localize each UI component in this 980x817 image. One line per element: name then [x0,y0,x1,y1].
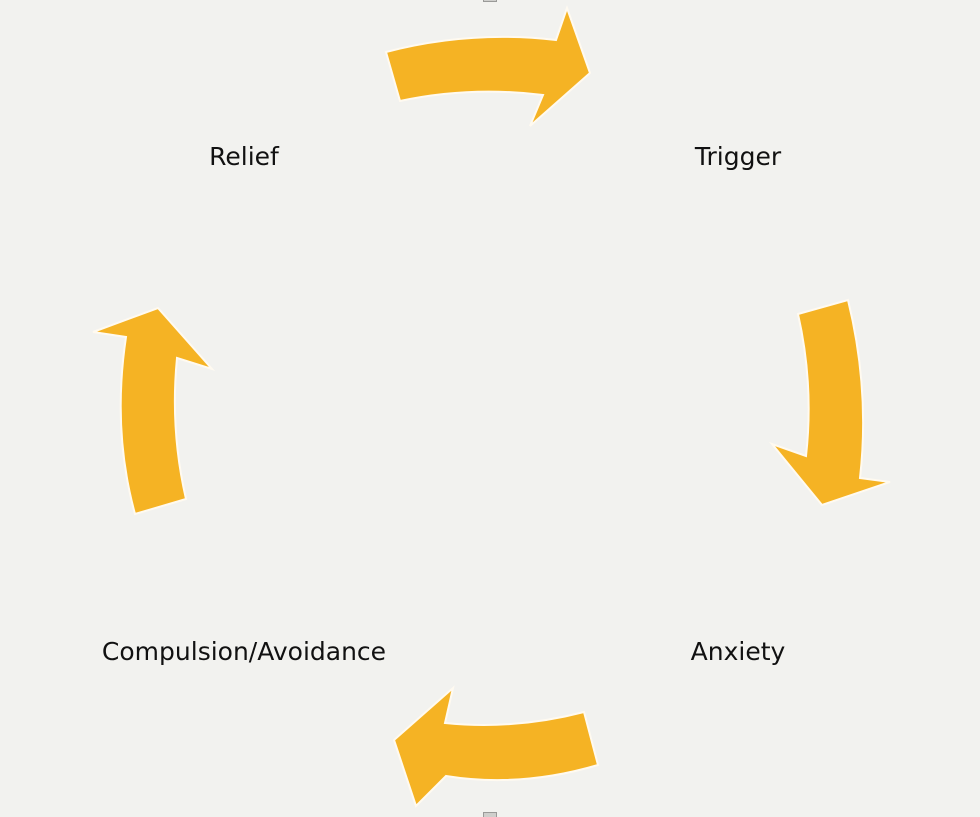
stage-label-anxiety: Anxiety [690,637,786,666]
arrow-anxiety-to-compulsion [392,685,600,808]
slide-edge-handle-top [483,0,497,2]
stage-label-relief: Relief [209,142,279,171]
arrow-relief-to-trigger [384,4,592,127]
arrow-compulsion-to-relief [92,306,216,516]
slide-edge-handle-bottom [483,812,497,817]
stage-label-compulsion-avoidance: Compulsion/Avoidance [101,637,387,666]
arrow-trigger-to-anxiety [768,298,891,507]
stage-label-trigger: Trigger [694,142,782,171]
